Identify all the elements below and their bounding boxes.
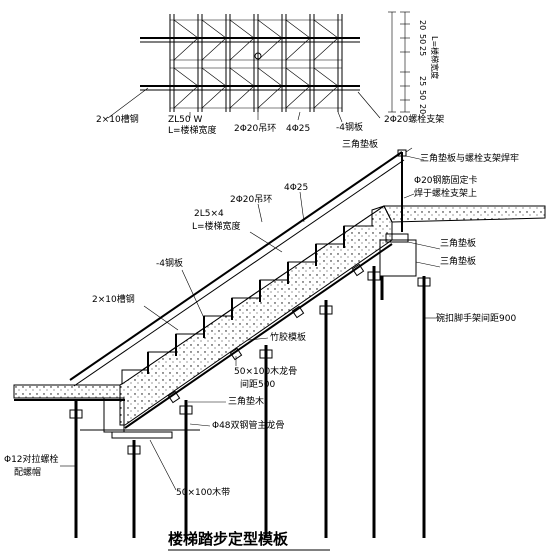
lbl-triangle-wood: 三角垫木 xyxy=(228,395,264,407)
upper-support-box xyxy=(379,239,417,277)
landing-slab-lower xyxy=(13,384,121,399)
lbl-steel-tube: Φ48双钢管主龙骨 xyxy=(212,419,285,431)
lbl-stair-width: L=楼梯宽度 xyxy=(192,220,241,232)
lbl-channel: 2×10槽钢 xyxy=(92,293,135,305)
lbl-bamboo: 竹胶模板 xyxy=(270,331,306,343)
drawing-title: 楼梯踏步定型模板 xyxy=(168,530,289,548)
dim-bot-3: 20 xyxy=(418,104,427,114)
plan-bracing xyxy=(170,19,342,109)
section-labels: 三角垫板 三角垫板与螺栓支架焊牢 Φ20钢筋固定卡 焊于螺栓支架上 4Φ25 2… xyxy=(4,138,519,498)
lbl-steel-plate: -4钢板 xyxy=(156,257,183,269)
post-heads xyxy=(69,271,431,455)
lbl-wood-strip: 50×100木带 xyxy=(176,486,230,498)
lbl-2phi20-ring: 2Φ20吊环 xyxy=(230,194,272,205)
section-view: 三角垫板 三角垫板与螺栓支架焊牢 Φ20钢筋固定卡 焊于螺栓支架上 4Φ25 2… xyxy=(4,138,546,538)
lbl-pad-bolt-weld: 三角垫板与螺栓支架焊牢 xyxy=(420,152,519,164)
plan-label-channel: 2×10槽钢 xyxy=(96,113,139,125)
dim-bot-1: 25 xyxy=(418,76,427,86)
plan-label-ring: 2Φ20吊环 xyxy=(234,123,276,134)
dim-top-1: 20 xyxy=(418,20,427,30)
lbl-tie-bolt-2: 配螺帽 xyxy=(14,466,41,478)
lbl-rebar-clip-2: 焊于螺栓支架上 xyxy=(414,187,477,199)
plan-view: 20 50 25 25 50 20 L=楼梯宽度 2×10槽钢 ZL50 W L… xyxy=(96,11,444,136)
dim-top-3: 25 xyxy=(418,46,427,56)
riser-forms xyxy=(147,226,345,374)
plan-label-width: L=楼梯宽度 xyxy=(168,124,217,136)
bottom-wood-strip xyxy=(111,431,173,439)
triangle-pad-upper xyxy=(385,233,409,243)
scaffold-posts xyxy=(74,266,426,538)
channel-top-line xyxy=(69,151,403,381)
lbl-triangle-pad-r1: 三角垫板 xyxy=(440,237,476,249)
dim-bot-2: 50 xyxy=(418,90,427,100)
dim-stair-width: L=楼梯宽度 xyxy=(430,36,440,79)
lbl-2l5x4: 2L5×4 xyxy=(194,209,224,219)
lbl-rebar-clip-1: Φ20钢筋固定卡 xyxy=(414,174,478,186)
lbl-joist-2: 间距500 xyxy=(240,378,275,390)
plan-label-zl50: ZL50 W xyxy=(168,115,202,125)
plan-step-members xyxy=(169,14,343,112)
lbl-triangle-pad-top: 三角垫板 xyxy=(342,138,378,150)
lbl-joist-1: 50×100木龙骨 xyxy=(234,365,297,377)
plan-dimension-right: 20 50 25 25 50 20 L=楼梯宽度 xyxy=(388,11,440,114)
lbl-4phi25: 4Φ25 xyxy=(284,183,308,193)
joists xyxy=(167,263,365,404)
triangle-pad-top xyxy=(397,149,407,157)
lbl-triangle-pad-r2: 三角垫板 xyxy=(440,255,476,267)
lbl-tie-bolt-1: Φ12对拉螺栓 xyxy=(4,453,59,465)
inclined-slab xyxy=(119,205,393,426)
landing-slab-upper xyxy=(383,205,546,223)
plan-label-4phi25: 4Φ25 xyxy=(286,124,310,134)
plan-label-bolt: 2Φ20螺栓支架 xyxy=(384,113,444,125)
lbl-scaffold: 碗扣脚手架间距900 xyxy=(436,312,516,324)
plan-label-plate: -4钢板 xyxy=(336,121,363,133)
dim-top-2: 50 xyxy=(418,34,427,44)
